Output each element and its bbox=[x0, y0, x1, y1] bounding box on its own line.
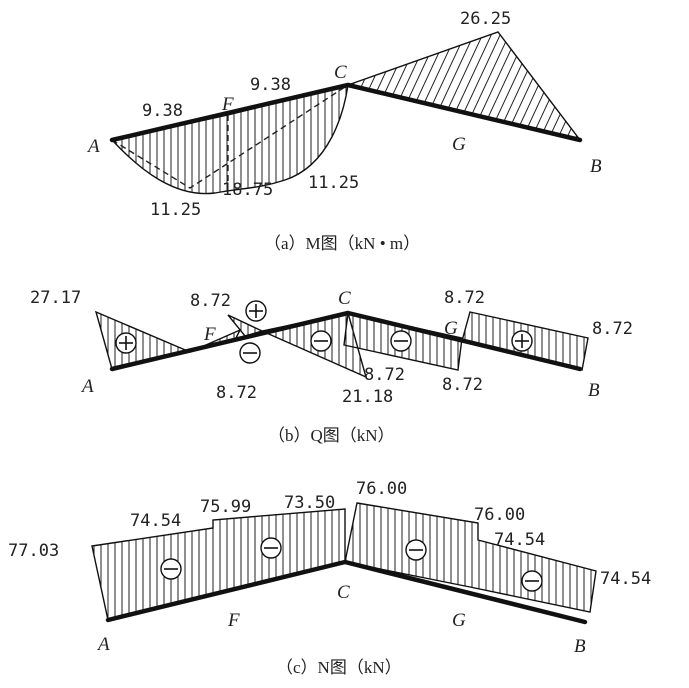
moment-value: 18.75 bbox=[222, 180, 273, 200]
shear-value: 8.72 bbox=[364, 365, 405, 385]
point-label-a: A bbox=[80, 376, 94, 397]
minus-sign-icon bbox=[405, 539, 427, 561]
moment-value: 26.25 bbox=[460, 9, 511, 29]
minus-sign-icon bbox=[310, 330, 332, 352]
minus-sign-icon bbox=[390, 330, 412, 352]
shear-value: 21.18 bbox=[342, 387, 393, 407]
moment-diagram: A F C G B 9.38 9.38 26.25 18.75 11.25 11… bbox=[86, 9, 602, 253]
point-label-b: B bbox=[588, 380, 600, 401]
shear-value: 8.72 bbox=[190, 291, 231, 311]
point-label-c: C bbox=[338, 288, 351, 309]
moment-dash-line bbox=[111, 84, 349, 189]
shear-value: 8.72 bbox=[444, 288, 485, 308]
beam-axis bbox=[109, 82, 583, 143]
caption-c: （c）N图（kN） bbox=[276, 658, 402, 677]
shear-value: 8.72 bbox=[592, 319, 633, 339]
axial-diagram: A F C G B 77.03 74.54 75.99 73.50 76.00 … bbox=[8, 479, 651, 677]
point-label-a: A bbox=[96, 634, 110, 655]
axial-value: 76.00 bbox=[356, 479, 407, 499]
point-label-c: C bbox=[337, 582, 350, 603]
point-label-b: B bbox=[590, 156, 602, 177]
minus-sign-icon bbox=[260, 537, 282, 559]
point-label-c: C bbox=[334, 62, 347, 83]
plus-sign-icon bbox=[245, 300, 267, 322]
minus-sign-icon bbox=[521, 570, 543, 592]
moment-region-cb bbox=[345, 31, 582, 142]
moment-value: 9.38 bbox=[142, 101, 183, 121]
point-label-f: F bbox=[221, 94, 234, 115]
point-label-b: B bbox=[574, 636, 586, 657]
axial-value: 75.99 bbox=[200, 497, 251, 517]
shear-diagram: A F C G B 27.17 8.72 8.72 8.72 21.18 8.7… bbox=[30, 288, 633, 445]
plus-sign-icon bbox=[511, 330, 533, 352]
point-label-g: G bbox=[444, 318, 458, 339]
point-label-g: G bbox=[452, 610, 466, 631]
axial-value: 74.54 bbox=[130, 511, 181, 531]
shear-value: 27.17 bbox=[30, 288, 81, 308]
beam-axis bbox=[109, 310, 583, 372]
moment-value: 9.38 bbox=[250, 75, 291, 95]
beam-axis bbox=[105, 559, 588, 625]
caption-a: （a）M图（kN • m） bbox=[264, 234, 420, 253]
shear-value: 8.72 bbox=[216, 383, 257, 403]
point-label-g: G bbox=[452, 134, 466, 155]
moment-value: 11.25 bbox=[308, 173, 359, 193]
point-label-a: A bbox=[86, 136, 100, 157]
caption-b: （b）Q图（kN） bbox=[268, 426, 395, 445]
axial-value: 74.54 bbox=[600, 569, 651, 589]
plus-sign-icon bbox=[115, 332, 137, 354]
axial-value: 73.50 bbox=[284, 493, 335, 513]
point-label-f: F bbox=[203, 324, 216, 345]
minus-sign-icon bbox=[160, 558, 182, 580]
axial-value: 74.54 bbox=[494, 530, 545, 550]
axial-value: 76.00 bbox=[474, 505, 525, 525]
axial-value: 77.03 bbox=[8, 541, 59, 561]
shear-value: 8.72 bbox=[442, 375, 483, 395]
moment-region-ac bbox=[110, 84, 349, 195]
point-label-f: F bbox=[227, 610, 240, 631]
minus-sign-icon bbox=[239, 342, 261, 364]
moment-value: 11.25 bbox=[150, 200, 201, 220]
